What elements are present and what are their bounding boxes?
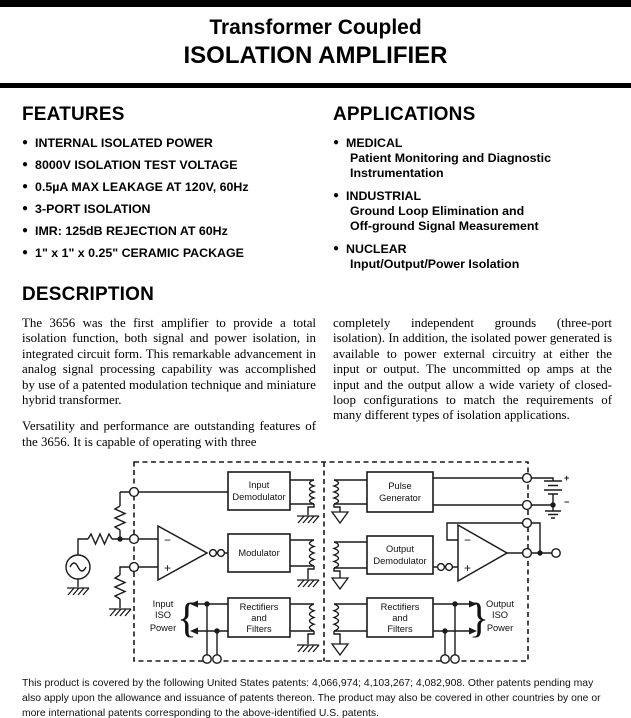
- application-detail: Input/Output/Power Isolation: [350, 256, 520, 271]
- opamp-plus-label: +: [464, 561, 471, 575]
- function-blocks: [227, 471, 434, 638]
- feature-text: 1" x 1" x 0.25" CERAMIC PACKAGE: [35, 246, 244, 260]
- application-item: ● INDUSTRIAL Ground Loop Elimination and…: [333, 189, 621, 235]
- bullet-icon: ●: [22, 159, 29, 170]
- output-iso-label: ISO: [492, 610, 508, 620]
- modulator-block: [227, 533, 291, 573]
- output-demodulator-block: [366, 535, 434, 575]
- block-label: Generator: [379, 493, 421, 503]
- feature-text: 3-PORT ISOLATION: [35, 202, 151, 216]
- bullet-icon: ●: [22, 181, 29, 192]
- op-amp-icon: [157, 523, 509, 583]
- application-item: ● MEDICAL Patient Monitoring and Diagnos…: [333, 136, 621, 182]
- feature-item: ● INTERNAL ISOLATED POWER: [22, 136, 320, 150]
- application-detail: Ground Loop Elimination and: [350, 203, 525, 218]
- description-heading: DESCRIPTION: [22, 284, 155, 305]
- features-section: FEATURES ● INTERNAL ISOLATED POWER ● 800…: [22, 104, 320, 268]
- signal-source-icon: [65, 554, 91, 580]
- block-label: Rectifiers: [240, 602, 279, 612]
- applications-section: APPLICATIONS ● MEDICAL Patient Monitorin…: [333, 104, 621, 279]
- bullet-icon: ●: [333, 189, 340, 201]
- feature-item: ● 1" x 1" x 0.25" CERAMIC PACKAGE: [22, 246, 320, 260]
- title-line-1: Transformer Coupled: [209, 16, 422, 39]
- title-line-2: ISOLATION AMPLIFIER: [183, 42, 448, 69]
- application-detail: Instrumentation: [350, 166, 444, 181]
- application-name: MEDICAL: [346, 136, 403, 150]
- feature-text: IMR: 125dB REJECTION AT 60Hz: [35, 224, 228, 238]
- package-dashed-border: [133, 461, 529, 662]
- input-demodulator-block: [227, 471, 291, 511]
- block-label: Output: [386, 544, 414, 554]
- battery-minus-label: −: [564, 497, 569, 507]
- description-paragraph: completely independent grounds (three-po…: [333, 316, 612, 423]
- page-title: Transformer Coupled ISOLATION AMPLIFIER: [0, 14, 631, 71]
- terminal-pins: [128, 472, 561, 664]
- description-paragraph: The 3656 was the first amplifier to prov…: [22, 316, 316, 408]
- application-detail: Patient Monitoring and Diagnostic: [350, 151, 552, 165]
- battery-icon: [544, 480, 562, 519]
- block-label: Pulse: [388, 481, 411, 491]
- block-label: Demodulator: [373, 556, 426, 566]
- feature-text: 0.5µA MAX LEAKAGE AT 120V, 60Hz: [35, 180, 249, 194]
- feature-item: ● 0.5µA MAX LEAKAGE AT 120V, 60Hz: [22, 180, 320, 194]
- rectifiers-filters-right-block: [366, 597, 434, 638]
- patent-notice: This product is covered by the following…: [22, 678, 601, 718]
- bullet-icon: ●: [333, 242, 340, 254]
- block-label: Demodulator: [232, 492, 285, 502]
- input-iso-label: Input: [153, 599, 174, 609]
- block-label: and: [392, 613, 408, 623]
- battery-plus-label: +: [564, 473, 569, 483]
- feature-text: 8000V ISOLATION TEST VOLTAGE: [35, 158, 238, 172]
- bullet-icon: ●: [22, 247, 29, 258]
- section-divider-rule: [0, 83, 631, 88]
- block-diagram: − + − + + − Input Demodulator Modulator …: [65, 461, 569, 664]
- resistor-icon: [87, 505, 127, 600]
- feature-text: INTERNAL ISOLATED POWER: [35, 136, 213, 150]
- opamp-minus-label: −: [464, 533, 471, 547]
- arrowhead-icon: [190, 600, 477, 635]
- pulse-generator-block: [366, 471, 434, 513]
- block-label: Modulator: [238, 548, 279, 558]
- output-iso-label: Power: [487, 623, 513, 633]
- input-iso-label: ISO: [155, 610, 171, 620]
- block-label: Rectifiers: [381, 602, 420, 612]
- description-paragraph: Versatility and performance are outstand…: [22, 419, 316, 449]
- feature-item: ● IMR: 125dB REJECTION AT 60Hz: [22, 224, 320, 238]
- block-label: Input: [249, 480, 270, 490]
- opamp-minus-label: −: [164, 533, 171, 547]
- bullet-icon: ●: [22, 137, 29, 148]
- application-name: NUCLEAR: [346, 241, 407, 256]
- application-detail: Off-ground Signal Measurement: [350, 219, 539, 234]
- input-iso-label: Power: [150, 623, 176, 633]
- bullet-icon: ●: [22, 225, 29, 236]
- top-black-bar: [0, 0, 631, 7]
- feature-item: ● 3-PORT ISOLATION: [22, 202, 320, 216]
- applications-heading: APPLICATIONS: [333, 104, 476, 125]
- description-column-2: completely independent grounds (three-po…: [333, 316, 612, 461]
- junction-dots: [117, 502, 556, 634]
- output-iso-label: Output: [486, 599, 514, 609]
- rectifiers-filters-left-block: [227, 597, 291, 638]
- bullet-icon: ●: [333, 137, 340, 148]
- transformer-coil-icon: [308, 479, 340, 632]
- application-item: ● NUCLEAR Input/Output/Power Isolation: [333, 242, 621, 272]
- block-label: Filters: [246, 624, 272, 634]
- block-label: Filters: [387, 624, 413, 634]
- features-heading: FEATURES: [22, 104, 125, 125]
- block-label: and: [251, 613, 267, 623]
- description-section: DESCRIPTION The 3656 was the first ampli…: [22, 284, 612, 461]
- bullet-icon: ●: [22, 203, 29, 214]
- opamp-plus-label: +: [164, 561, 171, 575]
- application-name: INDUSTRIAL: [346, 188, 422, 203]
- feature-item: ● 8000V ISOLATION TEST VOLTAGE: [22, 158, 320, 172]
- description-column-1: The 3656 was the first amplifier to prov…: [22, 316, 316, 461]
